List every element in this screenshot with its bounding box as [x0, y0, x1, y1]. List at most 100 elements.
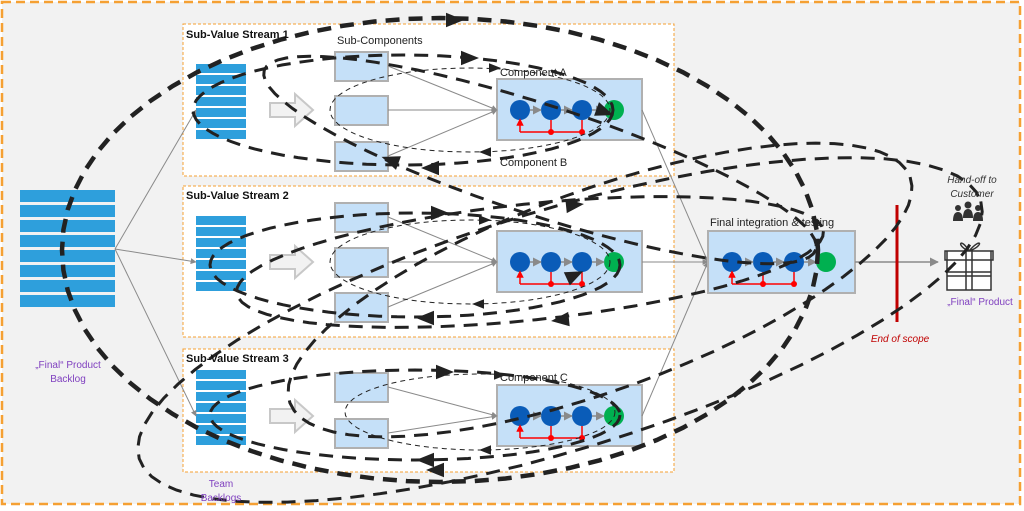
stream-3-sub-arrow — [387, 413, 498, 434]
integration-process-node — [753, 252, 773, 272]
loop-arrowhead — [461, 50, 479, 66]
loop-arrowhead — [479, 215, 491, 225]
final-backlog-item — [20, 280, 115, 292]
loop-arrowhead — [494, 370, 506, 380]
handoff-label-2: Customer — [950, 189, 994, 200]
final-backlog-item — [20, 205, 115, 217]
stream-2-sub-component — [334, 247, 389, 278]
final-backlog-label: „Final“ Product — [35, 360, 101, 371]
integration-process-node — [722, 252, 742, 272]
person-head — [964, 201, 972, 209]
stream-title-1: Sub-Value Stream 1 — [186, 29, 289, 41]
gift-icon — [944, 242, 994, 291]
feedback-loop — [235, 195, 825, 329]
stream-2-team-backlog-item — [196, 271, 246, 280]
stream-1-team-backlog-item — [196, 130, 246, 139]
loop-arrowhead — [416, 452, 434, 468]
stream-3-team-backlog-item — [196, 403, 246, 412]
stream-1-process-node — [510, 100, 530, 120]
team-backlogs-label-2: Backlogs — [201, 493, 242, 504]
final-backlog-item — [20, 250, 115, 262]
stream-2-process-node — [541, 252, 561, 272]
stream-2-team-backlog-item — [196, 249, 246, 258]
stream-3-process-node — [572, 406, 592, 426]
stream-2-process-node — [572, 252, 592, 272]
feedback-loop — [208, 211, 622, 319]
feedback-loop — [329, 67, 611, 153]
component-a-label: Component A — [500, 67, 567, 79]
stream-2-feedback-dot — [548, 281, 554, 287]
final-backlog-item — [20, 190, 115, 202]
feedback-loop — [136, 156, 984, 504]
feedback-loop — [329, 219, 611, 305]
stream-2-process-node — [510, 252, 530, 272]
integration-done-node — [816, 252, 836, 272]
person-head — [975, 205, 981, 211]
loop-arrowhead — [479, 445, 491, 455]
stream-3-sub-component — [334, 372, 389, 403]
stream-1-feedback-dot — [579, 129, 585, 135]
loop-arrowhead — [426, 462, 444, 478]
feedback-loop — [59, 15, 821, 485]
stream-title-2: Sub-Value Stream 2 — [186, 190, 289, 202]
stream-1-team-backlog-item — [196, 64, 246, 73]
final-backlog-item — [20, 295, 115, 307]
stream-2-team-backlog-item — [196, 260, 246, 269]
loop-arrowhead — [551, 311, 570, 327]
stream-3-team-backlog-item — [196, 414, 246, 423]
loop-arrowhead — [381, 156, 401, 170]
loop-arrowhead — [421, 160, 439, 176]
loop-arrowhead — [446, 12, 464, 28]
integration-label: Final integration & testing — [710, 217, 834, 229]
final-backlog-item — [20, 235, 115, 247]
final-backlog-item — [20, 265, 115, 277]
stream-1-integration-arrow — [641, 109, 709, 263]
feedback-loop — [262, 54, 818, 266]
final-product-label: „Final“ Product — [947, 297, 1013, 308]
final-backlog-label-2: Backlog — [50, 374, 86, 385]
stream-2-backlog-arrow — [114, 248, 197, 265]
stream-3-backlog-arrow — [114, 248, 197, 417]
component-b-label: Component B — [500, 157, 567, 169]
loop-arrowhead — [489, 63, 501, 73]
stream-2-hollow-arrow — [269, 243, 315, 281]
person-head — [955, 205, 961, 211]
stream-2-team-backlog-item — [196, 282, 246, 291]
team-backlogs-label: Team — [209, 479, 233, 490]
stream-3-team-backlog-item — [196, 370, 246, 379]
stream-3-sub-component — [334, 418, 389, 449]
stream-1-process-node — [541, 100, 561, 120]
stream-title-3: Sub-Value Stream 3 — [186, 353, 289, 365]
integration-feedback-dot — [760, 281, 766, 287]
stream-1-sub-component — [334, 141, 389, 172]
feedback-loop — [191, 53, 615, 167]
stream-1-sub-arrow — [387, 65, 498, 111]
stream-3-feedback-dot — [548, 435, 554, 441]
person-body — [953, 212, 963, 221]
feedback-loop — [286, 141, 914, 439]
end-of-scope-label: End of scope — [871, 334, 930, 345]
loop-arrowhead — [472, 299, 484, 309]
stream-3-sub-arrow — [387, 386, 498, 418]
stream-1-sub-arrow — [387, 109, 498, 157]
feedback-loop — [344, 373, 616, 451]
stream-1-sub-component — [334, 95, 389, 126]
stream-3-process-node — [510, 406, 530, 426]
stream-2-team-backlog-item — [196, 238, 246, 247]
stream-1-team-backlog-item — [196, 86, 246, 95]
flows-layer — [114, 65, 709, 434]
stream-3-team-backlog-item — [196, 381, 246, 390]
stream-3-team-backlog-item — [196, 436, 246, 445]
final-backlog-item — [20, 220, 115, 232]
stream-2-done-node — [604, 252, 624, 272]
loop-arrowhead — [479, 147, 491, 157]
stream-1-backlog-arrow — [114, 109, 197, 250]
stream-2-team-backlog-item — [196, 227, 246, 236]
stream-2-team-backlog-item — [196, 216, 246, 225]
integration-feedback-dot — [791, 281, 797, 287]
stream-1-team-backlog-item — [196, 119, 246, 128]
stream-1-feedback-dot — [548, 129, 554, 135]
stream-1-team-backlog-item — [196, 97, 246, 106]
